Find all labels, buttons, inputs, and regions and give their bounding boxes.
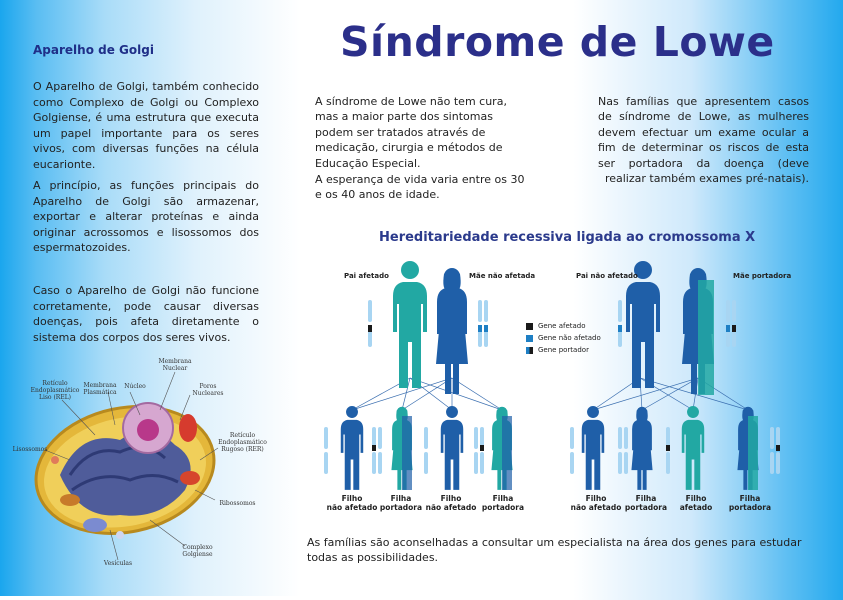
bottom-paragraph: As famílias são aconselhadas a consultar…	[307, 536, 802, 565]
legend-swatch	[526, 346, 533, 354]
label-left-father: Pai afetado	[344, 272, 389, 280]
cell-illustration: Membrana Nuclear Retículo Endoplasmático…	[0, 350, 300, 600]
label-ribossomos: Ribossomos	[219, 500, 256, 507]
center-paragraph-1: A síndrome de Lowe não tem cura, mas a m…	[315, 95, 507, 170]
label-vesiculas: Vesículas	[103, 560, 133, 567]
legend-swatch	[526, 334, 533, 342]
label-lisossomos: Lisossomos	[12, 446, 48, 453]
right-paragraph: Nas famílias que apresentem casos de sín…	[598, 95, 809, 186]
label-membrana-plasmatica: Membrana Plasmática	[83, 382, 117, 396]
label-complexo-golgiense: Complexo Golgiense	[182, 544, 213, 558]
golgi-paragraph-1: O Aparelho de Golgi, também conhecido co…	[33, 80, 259, 171]
center-paragraph-2: A esperança de vida varia entre os 30 e …	[315, 173, 525, 202]
legend-item-affected: Gene afetado	[526, 320, 601, 332]
legend-item-unaffected: Gene não afetado	[526, 332, 601, 344]
label-right-mother: Mãe portadora	[733, 272, 792, 280]
legend-swatch	[526, 322, 533, 330]
label-left-mother: Mãe não afetada	[469, 272, 536, 280]
legend-item-carrier: Gene portador	[526, 344, 601, 356]
inheritance-diagram	[324, 261, 780, 490]
label-membrana-nuclear: Membrana Nuclear	[158, 358, 192, 372]
label-reticulo-rugoso: Retículo Endoplasmático Rugoso (RER)	[218, 432, 267, 453]
page-title: Síndrome de Lowe	[340, 18, 775, 66]
diagram-title: Hereditariedade recessiva ligada ao crom…	[379, 230, 756, 245]
diagram-legend: Gene afetado Gene não afetado Gene porta…	[526, 320, 601, 356]
golgi-heading: Aparelho de Golgi	[33, 43, 154, 57]
label-reticulo-liso: Retículo Endoplasmático Liso (REL)	[30, 380, 80, 401]
golgi-paragraph-2: A princípio, as funções principais do Ap…	[33, 179, 259, 255]
golgi-paragraph-3: Caso o Aparelho de Golgi não funcione co…	[33, 284, 259, 344]
label-poros: Poros Nucleares	[192, 383, 224, 397]
label-nucleo: Núcleo	[124, 383, 146, 390]
label-right-father: Pai não afetado	[576, 272, 638, 280]
